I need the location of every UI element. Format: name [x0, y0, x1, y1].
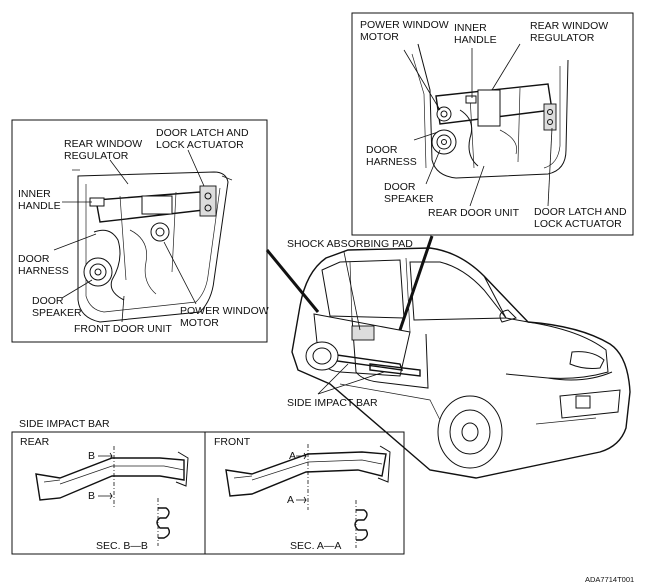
- shock-absorbing-pad: [351, 325, 375, 341]
- figure-code: ADA7714T001: [585, 575, 634, 584]
- front-inner-handle-label: INNER HANDLE: [18, 188, 61, 212]
- front-door-illustration: [72, 169, 233, 323]
- rear-door-illustration: [411, 43, 569, 179]
- front-section-label: SEC. A—A: [290, 540, 341, 552]
- vehicle-illustration: [291, 247, 631, 479]
- rear-section-profile: [156, 498, 171, 546]
- rear-door-speaker-label: DOOR SPEAKER: [384, 181, 434, 205]
- front-cut-top-label: A: [289, 450, 296, 462]
- front-door-unit-label: FRONT DOOR UNIT: [74, 323, 172, 335]
- rear-section-label: SEC. B—B: [96, 540, 148, 552]
- front-section-profile: [354, 500, 369, 548]
- front-door-latch-label: DOOR LATCH AND LOCK ACTUATOR: [156, 127, 252, 151]
- side-impact-bar-section: SIDE IMPACT BAR REAR B B SEC. B—B FRONT: [11, 418, 405, 555]
- rear-cut-top-label: B: [88, 450, 95, 462]
- front-cut-bottom-label: A: [287, 494, 294, 506]
- front-door-harness-label: DOOR HARNESS: [18, 253, 69, 277]
- front-rear-window-regulator-label: REAR WINDOW REGULATOR: [64, 138, 145, 162]
- front-impact-bar: [225, 445, 391, 497]
- rear-door-latch-label: DOOR LATCH AND LOCK ACTUATOR: [534, 206, 630, 230]
- shock-absorbing-pad-label: SHOCK ABSORBING PAD: [287, 238, 413, 250]
- impact-section-title: SIDE IMPACT BAR: [19, 418, 110, 430]
- impact-section-frame: [11, 431, 405, 555]
- rear-cut-bottom-label: B: [88, 490, 95, 502]
- rear-bar-label: REAR: [20, 436, 50, 448]
- rear-door-unit-label: REAR DOOR UNIT: [428, 207, 520, 219]
- rear-door-inset: POWER WINDOW MOTOR INNER HANDLE REAR WIN…: [351, 12, 634, 236]
- rear-door-inset-frame: [351, 12, 634, 236]
- rear-power-window-motor-label: POWER WINDOW MOTOR: [360, 19, 452, 43]
- rear-impact-bar: [35, 451, 189, 501]
- front-door-inset: REAR WINDOW REGULATOR DOOR LATCH AND LOC…: [11, 119, 272, 343]
- side-impact-bar-label: SIDE IMPACT BAR: [287, 397, 378, 409]
- rear-inset-connector: [398, 235, 434, 331]
- front-bar-label: FRONT: [214, 436, 251, 448]
- rear-door-harness-label: DOOR HARNESS: [366, 144, 417, 168]
- front-door-speaker-label: DOOR SPEAKER: [32, 295, 82, 319]
- front-power-window-motor-label: POWER WINDOW MOTOR: [180, 305, 272, 329]
- front-inset-connector: [265, 249, 320, 313]
- front-door-inset-frame: [11, 119, 268, 343]
- rear-rear-window-regulator-label: REAR WINDOW REGULATOR: [530, 20, 611, 44]
- rear-inner-handle-label: INNER HANDLE: [454, 22, 497, 46]
